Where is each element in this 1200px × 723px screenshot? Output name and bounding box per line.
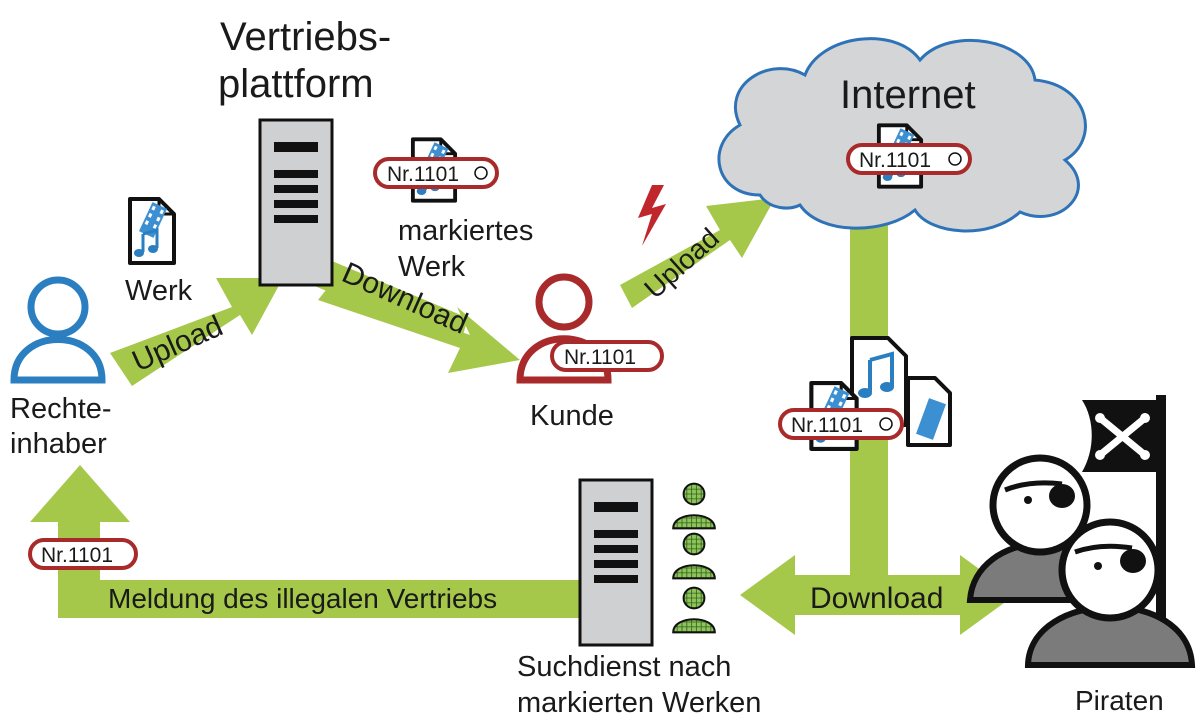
media-file-icon — [128, 197, 176, 265]
tag-internet: Nr.1101 — [846, 143, 972, 175]
arrow-download-to-customer — [312, 256, 520, 373]
svg-text:Nr.1101: Nr.1101 — [564, 346, 636, 369]
tag-files: Nr.1101 — [778, 408, 904, 440]
arrow-label-download-pirates: Download — [810, 582, 943, 615]
server-icon — [258, 118, 334, 287]
work-label: Werk — [125, 275, 193, 307]
arrow-upload-to-internet — [620, 198, 775, 308]
tag-report: Nr.1101 — [28, 538, 138, 570]
searcher-person-icon-3 — [672, 586, 716, 634]
rights-holder-person-icon — [10, 276, 106, 384]
svg-text:Nr.1101: Nr.1101 — [387, 163, 459, 186]
svg-text:Nr.1101: Nr.1101 — [791, 414, 863, 437]
search-service-label-line1: Suchdienst nach — [517, 651, 731, 683]
search-service-label-line2: markierten Werken — [517, 687, 761, 719]
searcher-person-icon-1 — [672, 482, 716, 530]
svg-text:Nr.1101: Nr.1101 — [41, 544, 113, 567]
arrow-label-report: Meldung des illegalen Vertriebs — [108, 583, 497, 614]
eye-patch-icon — [1120, 549, 1146, 573]
arrow-label-upload-internet: Upload — [638, 222, 725, 304]
search-server-icon — [578, 478, 654, 647]
arrow-upload-to-platform — [110, 278, 283, 386]
customer-label: Kunde — [530, 400, 614, 432]
film-file-icon — [906, 376, 952, 447]
searcher-person-icon-2 — [672, 532, 716, 580]
tag-customer: Nr.1101 — [550, 340, 664, 372]
arrow-report — [30, 465, 580, 618]
internet-label: Internet — [840, 73, 976, 117]
eye-patch-icon — [1049, 484, 1075, 508]
platform-title-line1: Vertriebs- — [220, 15, 391, 59]
svg-text:Nr.1101: Nr.1101 — [859, 149, 931, 172]
arrow-label-upload-platform: Upload — [127, 310, 227, 379]
tag-marked-work: Nr.1101 — [373, 157, 499, 189]
arrow-download-pirates — [740, 555, 1015, 635]
marked-work-label-line1: markiertes — [398, 215, 533, 247]
platform-title-line2: plattform — [218, 62, 374, 106]
rights-holder-label-line2: inhaber — [10, 428, 107, 460]
pirates-label: Piraten — [1075, 685, 1164, 716]
lightning-icon — [638, 185, 666, 246]
rights-holder-label-line1: Rechte- — [10, 393, 112, 425]
marked-work-label-line2: Werk — [398, 251, 466, 283]
pirate-person-icon-front — [1024, 518, 1196, 668]
pirate-flag-icon — [1082, 395, 1166, 665]
